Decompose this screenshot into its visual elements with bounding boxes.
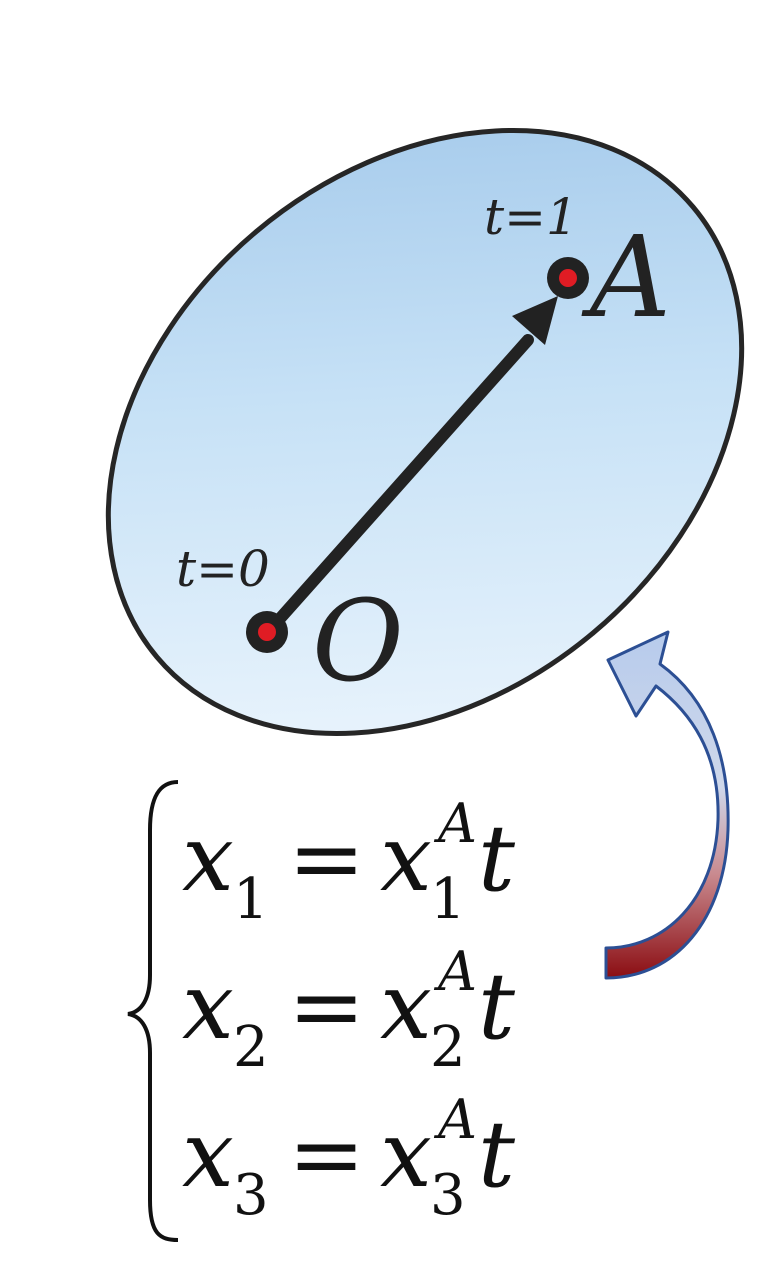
origin-point <box>246 611 288 653</box>
svg-text:A: A <box>433 792 477 855</box>
svg-text:t: t <box>478 805 516 912</box>
svg-text:x: x <box>380 953 432 1060</box>
region-ellipse <box>105 128 745 736</box>
equation-row-3: x 3 = x 3 A t <box>182 1088 516 1228</box>
curved-arrow <box>604 630 730 980</box>
svg-text:x: x <box>182 953 234 1060</box>
svg-text:t: t <box>478 1101 516 1208</box>
svg-text:1: 1 <box>233 867 269 932</box>
svg-text:t: t <box>478 953 516 1060</box>
svg-text:2: 2 <box>430 1015 466 1080</box>
endpoint-label: A <box>581 213 671 343</box>
svg-text:x: x <box>380 1101 432 1208</box>
svg-text:A: A <box>433 1088 477 1151</box>
origin-label: O <box>312 577 404 707</box>
svg-text:x: x <box>182 1101 234 1208</box>
system-brace <box>127 780 179 1242</box>
start-param-label: t=0 <box>176 540 270 598</box>
svg-text:1: 1 <box>430 867 466 932</box>
svg-text:2: 2 <box>233 1015 269 1080</box>
svg-text:=: = <box>288 953 365 1060</box>
end-param-label: t=1 <box>484 188 578 246</box>
endpoint-A-point <box>547 257 589 299</box>
equation-row-2: x 2 = x 2 A t <box>182 940 516 1080</box>
svg-text:=: = <box>288 1101 365 1208</box>
equation-row-1: x 1 = x 1 A t <box>182 792 516 932</box>
svg-text:x: x <box>380 805 432 912</box>
vector-arrowhead <box>512 296 558 345</box>
vector-line <box>262 334 534 638</box>
svg-text:A: A <box>433 940 477 1003</box>
svg-text:3: 3 <box>233 1163 269 1228</box>
svg-text:3: 3 <box>430 1163 466 1228</box>
svg-text:=: = <box>288 805 365 912</box>
svg-text:x: x <box>182 805 234 912</box>
